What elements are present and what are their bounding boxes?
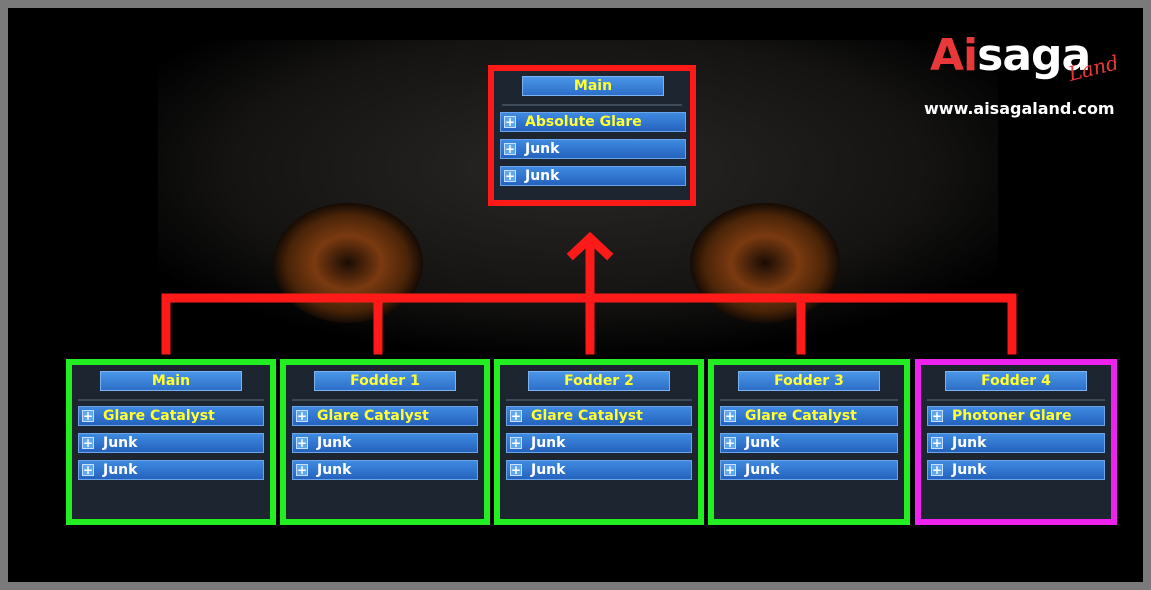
owl-left-eye: [273, 203, 423, 323]
ability-label: Junk: [317, 462, 352, 478]
divider: [506, 399, 692, 401]
ability-label: Junk: [525, 168, 560, 184]
ability-label: Glare Catalyst: [103, 408, 215, 424]
ability-label: Junk: [103, 462, 138, 478]
slot-ability-row[interactable]: + Absolute Glare: [500, 112, 686, 132]
ability-label: Junk: [952, 435, 987, 451]
slot-ability-row[interactable]: + Junk: [506, 460, 692, 480]
expand-plus-icon[interactable]: +: [504, 169, 516, 183]
target-slot-panel: Main + Absolute Glare + Junk + Junk: [488, 65, 696, 206]
expand-plus-icon[interactable]: +: [296, 436, 308, 450]
target-slot-header: Main: [522, 76, 664, 96]
ability-label: Junk: [952, 462, 987, 478]
slot-ability-row[interactable]: + Glare Catalyst: [78, 406, 264, 426]
expand-plus-icon[interactable]: +: [510, 409, 522, 423]
source-slot-panel: Fodder 2 + Glare Catalyst + Junk + Junk: [494, 359, 704, 525]
ability-label: Junk: [531, 462, 566, 478]
slot-ability-row[interactable]: + Junk: [292, 433, 478, 453]
ability-label: Junk: [525, 141, 560, 157]
source-slot-header: Fodder 3: [738, 371, 880, 391]
slot-ability-row[interactable]: + Glare Catalyst: [720, 406, 898, 426]
divider: [720, 399, 898, 401]
expand-plus-icon[interactable]: +: [82, 436, 94, 450]
ability-label: Junk: [531, 435, 566, 451]
slot-ability-row[interactable]: + Junk: [292, 460, 478, 480]
ability-label: Junk: [317, 435, 352, 451]
logo-white-part: saga: [977, 30, 1091, 81]
source-slot-header: Main: [100, 371, 242, 391]
slot-ability-row[interactable]: + Junk: [500, 166, 686, 186]
expand-plus-icon[interactable]: +: [82, 463, 94, 477]
ability-label: Junk: [745, 462, 780, 478]
slot-ability-row[interactable]: + Junk: [927, 433, 1105, 453]
source-slot-panel: Fodder 3 + Glare Catalyst + Junk + Junk: [708, 359, 910, 525]
expand-plus-icon[interactable]: +: [724, 463, 736, 477]
slot-ability-row[interactable]: + Junk: [506, 433, 692, 453]
expand-plus-icon[interactable]: +: [724, 409, 736, 423]
ability-label: Photoner Glare: [952, 408, 1072, 424]
expand-plus-icon[interactable]: +: [724, 436, 736, 450]
expand-plus-icon[interactable]: +: [931, 436, 943, 450]
slot-ability-row[interactable]: + Junk: [927, 460, 1105, 480]
slot-ability-row[interactable]: + Junk: [720, 460, 898, 480]
logo-red-part: Ai: [930, 30, 978, 81]
aisagaland-logo: Aisaga Land: [922, 30, 1122, 90]
slot-ability-row[interactable]: + Junk: [720, 433, 898, 453]
expand-plus-icon[interactable]: +: [296, 463, 308, 477]
source-slot-panel: Main + Glare Catalyst + Junk + Junk: [66, 359, 276, 525]
expand-plus-icon[interactable]: +: [931, 409, 943, 423]
slot-ability-row[interactable]: + Junk: [500, 139, 686, 159]
divider: [927, 399, 1105, 401]
expand-plus-icon[interactable]: +: [510, 436, 522, 450]
slot-ability-row[interactable]: + Junk: [78, 460, 264, 480]
website-url: www.aisagaland.com: [924, 99, 1115, 118]
source-slot-header: Fodder 2: [528, 371, 670, 391]
expand-plus-icon[interactable]: +: [510, 463, 522, 477]
ability-label: Absolute Glare: [525, 114, 642, 130]
divider: [292, 399, 478, 401]
ability-label: Glare Catalyst: [317, 408, 429, 424]
expand-plus-icon[interactable]: +: [504, 115, 516, 129]
slot-ability-row[interactable]: + Junk: [78, 433, 264, 453]
source-slot-header: Fodder 1: [314, 371, 456, 391]
slot-ability-row[interactable]: + Glare Catalyst: [506, 406, 692, 426]
source-slot-panel: Fodder 1 + Glare Catalyst + Junk + Junk: [280, 359, 490, 525]
expand-plus-icon[interactable]: +: [82, 409, 94, 423]
expand-plus-icon[interactable]: +: [504, 142, 516, 156]
slot-ability-row[interactable]: + Glare Catalyst: [292, 406, 478, 426]
slot-ability-row[interactable]: + Photoner Glare: [927, 406, 1105, 426]
logo-wordmark: Aisaga: [930, 30, 1091, 82]
expand-plus-icon[interactable]: +: [296, 409, 308, 423]
divider: [78, 399, 264, 401]
owl-right-eye: [690, 203, 840, 323]
source-slot-panel: Fodder 4 + Photoner Glare + Junk + Junk: [915, 359, 1117, 525]
source-slot-header: Fodder 4: [945, 371, 1087, 391]
expand-plus-icon[interactable]: +: [931, 463, 943, 477]
divider: [502, 104, 682, 106]
ability-label: Junk: [103, 435, 138, 451]
ability-label: Glare Catalyst: [745, 408, 857, 424]
ability-label: Glare Catalyst: [531, 408, 643, 424]
arrowhead-icon: [566, 231, 614, 261]
ability-label: Junk: [745, 435, 780, 451]
